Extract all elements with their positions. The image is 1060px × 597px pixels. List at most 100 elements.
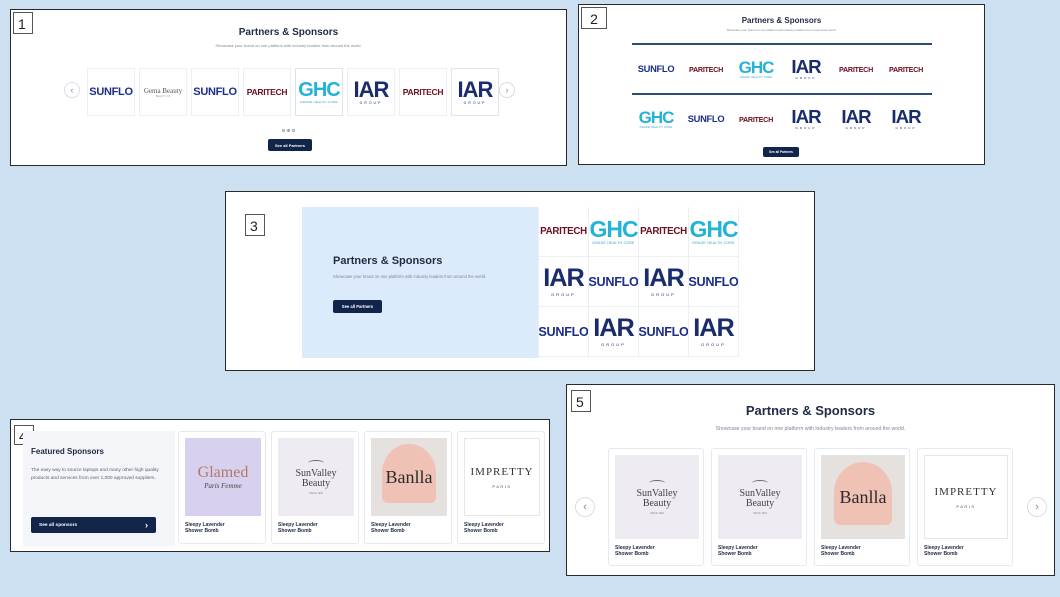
logo-text: IAR (791, 55, 821, 77)
sunflo-logo[interactable]: SUNFLO (639, 307, 689, 357)
sunflo-logo[interactable]: SUNFLO (191, 68, 239, 116)
logo-text: IAR (791, 105, 821, 127)
paritech-logo[interactable]: PARITECH (882, 48, 930, 90)
logo-tagline: BEAUTY CO (155, 94, 171, 98)
logo-tagline: GRADE HEALTH CORE (592, 241, 635, 245)
see-all-partners-button[interactable]: See all Partners (763, 147, 799, 157)
carousel-next-button[interactable]: › (499, 82, 515, 98)
sun-arc-icon (649, 479, 665, 486)
logo-tagline: GRADE HEALTH CORE (639, 126, 673, 129)
paritech-logo[interactable]: PARITECH (832, 48, 880, 90)
panel-number: 2 (581, 7, 607, 29)
row-divider (632, 43, 932, 45)
chevron-right-icon: › (145, 520, 148, 530)
logo-text: GHC (738, 58, 775, 77)
paritech-logo[interactable]: PARITECH (243, 68, 291, 116)
paritech-logo[interactable]: PARITECH (682, 48, 730, 90)
logo-text: SUNFLO (637, 64, 675, 74)
brand-logo-text: Beauty (301, 477, 331, 489)
section-subtitle: Showcase your brand on one platform with… (333, 274, 487, 279)
section-title: Partners & Sponsors (333, 255, 443, 267)
product-name: Sleepy Lavender Shower Bomb (185, 522, 225, 535)
pagination-dot[interactable] (292, 129, 295, 132)
intro-block: Partners & Sponsors Showcase your brand … (302, 207, 538, 358)
panel-1: 1 Partners & Sponsors Showcase your bran… (10, 9, 567, 166)
logo-text: GHC (298, 79, 340, 101)
section-subtitle: Showcase your brand on one platform with… (726, 28, 837, 32)
brand-logo-text: Beauty (745, 497, 775, 509)
see-all-partners-button[interactable]: See all Partners (268, 139, 312, 151)
brand-logo-text: Banlla (385, 466, 433, 487)
logo-text: SUNFLO (89, 86, 133, 98)
featured-sponsors-intro: Featured Sponsors The easy way to source… (23, 431, 175, 546)
logo-text: SUNFLO (689, 274, 739, 289)
logo-tagline: GROUP (359, 101, 383, 105)
panel-number: 1 (13, 12, 33, 34)
logo-text: PARITECH (402, 87, 444, 97)
logo-text: PARITECH (889, 64, 923, 74)
brand-logo-text: Banlla (839, 486, 887, 507)
carousel-next-button[interactable]: › (1027, 497, 1047, 517)
carousel-pagination[interactable] (282, 129, 295, 132)
logo-text: IAR (593, 314, 635, 343)
sunflo-logo[interactable]: SUNFLO (539, 307, 589, 357)
brand-logo-text: Glamed (197, 464, 249, 481)
sunflo-logo[interactable]: SUNFLO (589, 257, 639, 307)
panel-3: 3 Partners & Sponsors Showcase your bran… (225, 191, 815, 371)
sun-arc-icon (752, 479, 768, 486)
logo-tagline: GROUP (463, 101, 487, 105)
brand-logo-text: IMPRETTY (934, 485, 998, 498)
circle-shape-icon (833, 461, 893, 525)
pagination-dot[interactable] (282, 129, 285, 132)
carousel-prev-button[interactable]: ‹ (575, 497, 595, 517)
logo-tagline: GROUP (551, 291, 576, 297)
product-name: Sleepy Lavender Shower Bomb (371, 522, 411, 535)
product-name: Sleepy Lavender Shower Bomb (278, 522, 318, 535)
carousel-prev-button[interactable]: ‹ (64, 82, 80, 98)
brand-logo-subtext: SINCE 1994 (753, 511, 767, 515)
sunflo-logo[interactable]: SUNFLO (87, 68, 135, 116)
logo-text: SUNFLO (687, 114, 725, 124)
logo-text: PARITECH (540, 226, 587, 237)
sunflo-logo[interactable]: SUNFLO (632, 48, 680, 90)
see-all-sponsors-button[interactable]: See all sponsors › (31, 517, 156, 533)
panel-number: 5 (571, 390, 591, 412)
see-all-partners-button[interactable]: See all Partners (333, 300, 382, 313)
pagination-dot-active[interactable] (287, 129, 290, 132)
sunflo-logo[interactable]: SUNFLO (682, 98, 730, 140)
logo-tagline: GROUP (701, 341, 726, 347)
logo-tagline: GROUP (795, 126, 817, 131)
paritech-logo[interactable]: PARITECH (399, 68, 447, 116)
sponsor-brand-image: Banlla (371, 438, 447, 516)
product-name: Sleepy Lavender Shower Bomb (718, 545, 758, 558)
paritech-logo[interactable]: PARITECH (639, 207, 689, 257)
paritech-logo[interactable]: PARITECH (732, 98, 780, 140)
paritech-logo[interactable]: PARITECH (539, 207, 589, 257)
sunflo-logo[interactable]: SUNFLO (689, 257, 739, 307)
